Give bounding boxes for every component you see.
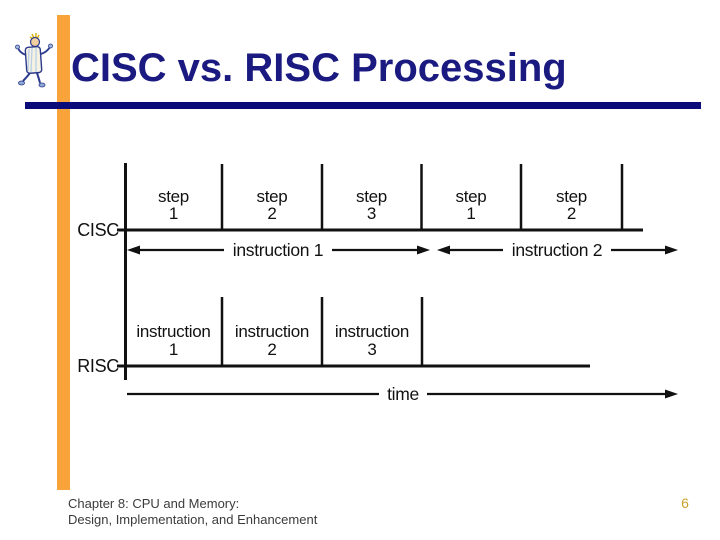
risc-instr-word: instruction: [235, 322, 309, 341]
cisc-step-num: 2: [567, 204, 576, 223]
risc-instr-word: instruction: [335, 322, 409, 341]
cisc-step-word: step: [556, 187, 587, 206]
instruction2-label: instruction 2: [512, 240, 602, 260]
accent-bar: [57, 15, 70, 490]
risc-instr-num: 3: [367, 340, 376, 359]
arrowhead-right: [417, 245, 430, 255]
arrowhead-right: [665, 389, 678, 399]
risc-label: RISC: [77, 356, 119, 376]
risc-instr-num: 1: [169, 340, 178, 359]
cisc-step-word: step: [356, 187, 387, 206]
page-number: 6: [681, 495, 689, 511]
risc-instr-word: instruction: [136, 322, 210, 341]
title-divider: [25, 102, 701, 109]
cisc-step-word: step: [257, 187, 288, 206]
arrowhead-left: [437, 245, 450, 255]
cisc-step-num: 2: [267, 204, 276, 223]
footer-line2: Design, Implementation, and Enhancement: [68, 512, 318, 527]
footer: Chapter 8: CPU and Memory: Design, Imple…: [68, 496, 317, 528]
cisc-step-num: 1: [169, 204, 178, 223]
cisc-step-num: 1: [466, 204, 475, 223]
arrowhead-left: [127, 245, 140, 255]
instruction1-label: instruction 1: [233, 240, 323, 260]
time-label: time: [387, 384, 419, 404]
mascot-icon: [15, 33, 53, 88]
page-title: CISC vs. RISC Processing: [71, 46, 567, 90]
risc-instr-num: 2: [267, 340, 276, 359]
timing-diagram: CISC step 1 step 2 step 3 step 1 step 2 …: [77, 163, 678, 404]
cisc-step-word: step: [456, 187, 487, 206]
footer-line1: Chapter 8: CPU and Memory:: [68, 496, 240, 511]
arrowhead-right: [665, 245, 678, 255]
cisc-step-num: 3: [367, 204, 376, 223]
cisc-label: CISC: [77, 220, 119, 240]
cisc-step-word: step: [158, 187, 189, 206]
